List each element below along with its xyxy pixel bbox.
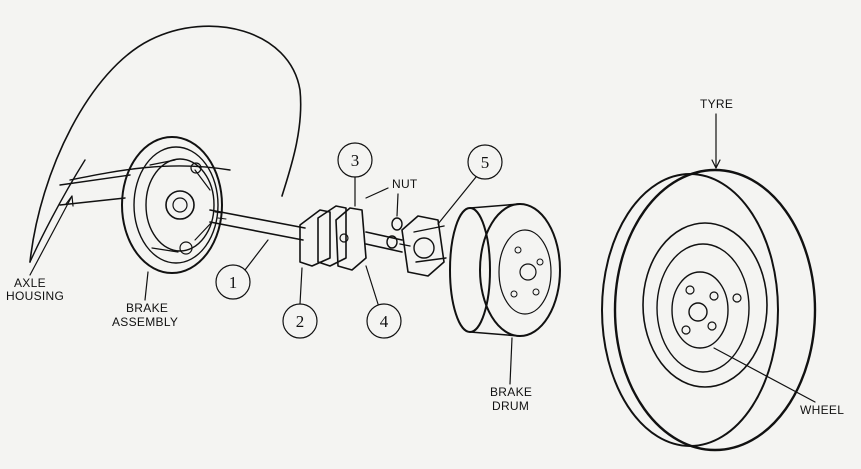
brake-assembly-line1: BRAKE: [126, 301, 168, 315]
axle-shaft: [209, 209, 306, 241]
callout-4: 4: [365, 265, 402, 339]
label-nut: NUT: [365, 177, 418, 217]
callout-1-text: 1: [229, 273, 238, 292]
hub: [399, 215, 447, 277]
nut-text: NUT: [392, 177, 418, 191]
label-brake-assembly: BRAKE ASSEMBLY: [112, 271, 178, 329]
callout-2: 2: [282, 267, 318, 339]
brake-drum-line1: BRAKE: [490, 385, 532, 399]
callout-5-text: 5: [481, 153, 490, 172]
label-tyre: TYRE: [700, 97, 733, 169]
brake-assembly-line2: ASSEMBLY: [112, 315, 178, 329]
callout-4-text: 4: [380, 312, 389, 331]
wheel-text: WHEEL: [800, 403, 844, 417]
axle-housing: [59, 174, 131, 206]
label-brake-drum: BRAKE DRUM: [490, 337, 532, 413]
brake-drum: [449, 203, 561, 337]
axle-housing-line1: AXLE: [14, 276, 46, 290]
label-wheel: WHEEL: [713, 347, 844, 417]
callout-2-text: 2: [296, 312, 305, 331]
flange-plates: [299, 205, 367, 271]
brake-assembly: [121, 136, 223, 274]
label-axle-housing: AXLE HOUSING: [6, 195, 74, 303]
brake-drum-line2: DRUM: [492, 399, 529, 413]
tyre-text: TYRE: [700, 97, 733, 111]
axle-housing-line2: HOUSING: [6, 289, 64, 303]
callout-3: 3: [337, 142, 373, 207]
callout-1: 1: [215, 239, 269, 300]
callout-5: 5: [437, 144, 503, 225]
callout-3-text: 3: [351, 151, 360, 170]
fender-outline: [29, 25, 302, 263]
tyre-wheel: [601, 168, 817, 452]
nuts: [386, 217, 403, 249]
